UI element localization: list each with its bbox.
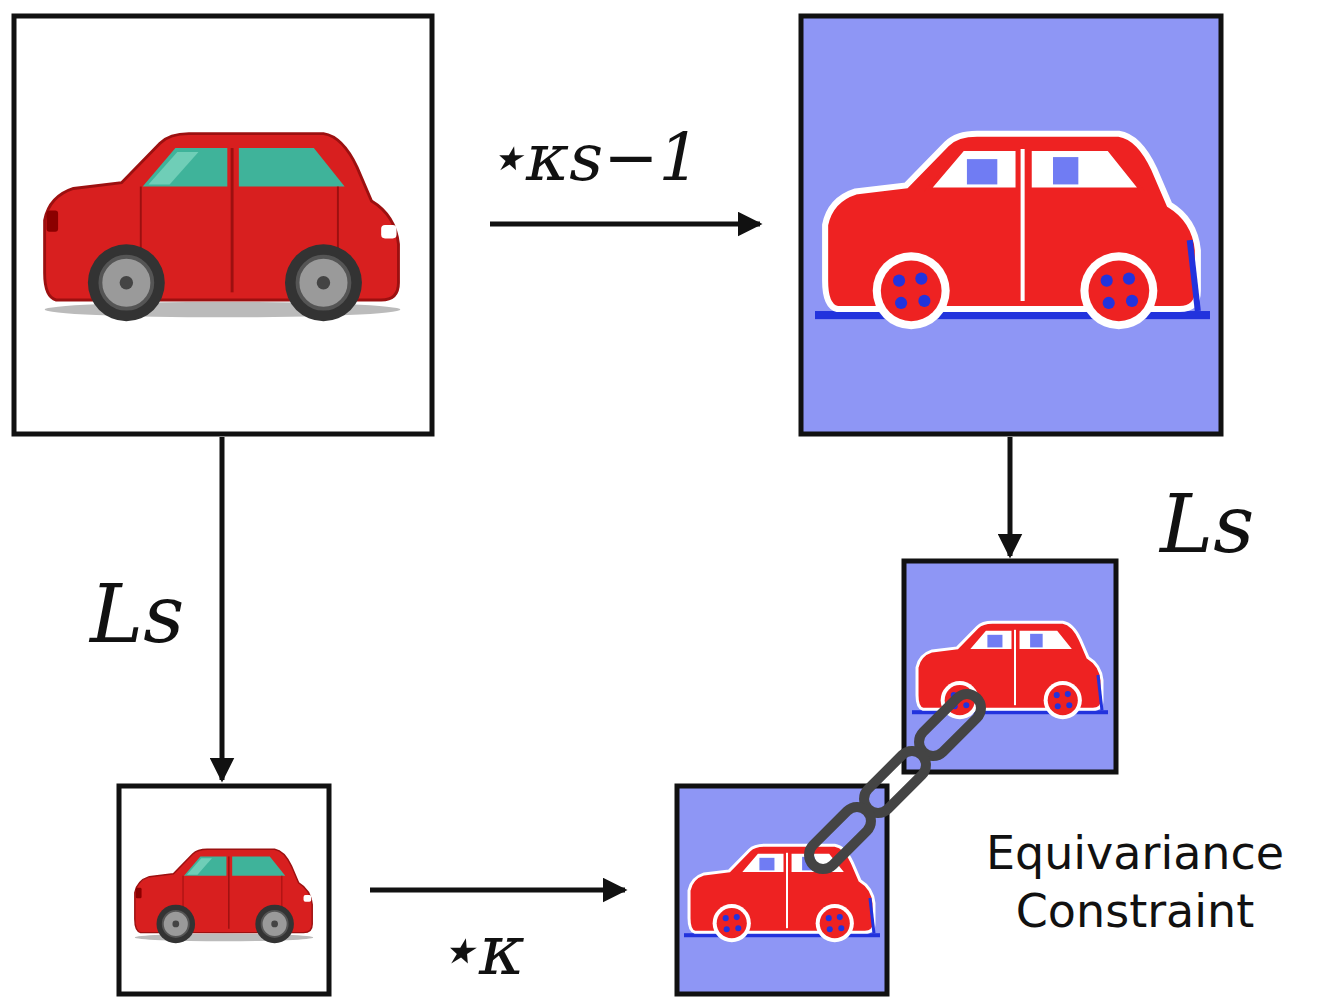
chain-icon — [803, 688, 987, 875]
car-feature-small — [684, 845, 880, 942]
input-image — [14, 16, 432, 434]
scaling-label: Ls — [90, 575, 184, 655]
feature-map — [801, 16, 1221, 434]
input-image-small — [119, 786, 329, 994]
arrow — [1008, 437, 1013, 556]
scaling-label: Ls — [1160, 485, 1254, 565]
arrow — [490, 222, 760, 227]
arrow — [220, 437, 225, 780]
car-feature-small — [912, 622, 1108, 719]
car-feature — [815, 134, 1210, 329]
operator-label: ⋆κs−1 — [485, 125, 700, 191]
arrow — [370, 888, 625, 893]
car-image — [45, 134, 401, 322]
feature-map-small — [904, 561, 1116, 772]
constraint-note: Equivariance Constraint — [950, 825, 1320, 940]
operator-label: ⋆κ — [435, 915, 525, 985]
car-image-small — [135, 849, 313, 943]
feature-map-small — [677, 786, 887, 994]
